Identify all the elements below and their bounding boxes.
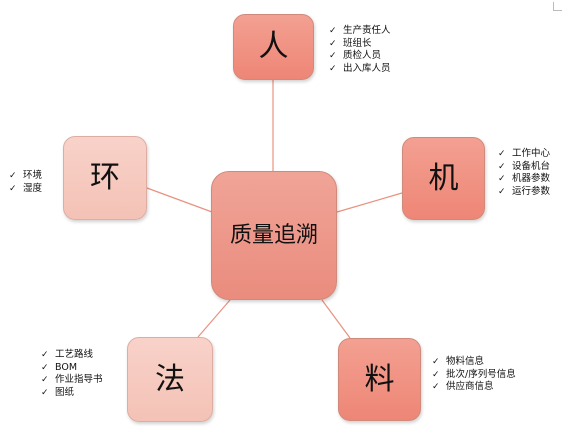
- node-ren: 人: [233, 14, 314, 80]
- list-item: ✓班组长: [329, 37, 372, 49]
- list-item: ✓运行参数: [498, 185, 551, 197]
- node-fa-label: 法: [155, 361, 185, 397]
- node-fa: 法: [127, 337, 213, 422]
- check-icon: ✓: [498, 161, 506, 172]
- center-node: 质量追溯: [211, 171, 337, 300]
- connector-huan: [146, 187, 213, 213]
- check-icon: ✓: [41, 387, 49, 398]
- check-icon: ✓: [432, 357, 440, 367]
- node-liao: 料: [338, 338, 421, 421]
- list-item: ✓供应商信息: [432, 381, 494, 392]
- node-huan: 环: [63, 136, 147, 220]
- check-icon: ✓: [9, 171, 17, 181]
- check-icon: ✓: [432, 369, 440, 380]
- connector-ji: [336, 192, 403, 213]
- list-item: ✓生产责任人: [329, 25, 391, 36]
- list-item: ✓批次/序列号信息: [432, 368, 516, 380]
- check-icon: ✓: [329, 51, 337, 61]
- list-item: ✓湿度: [9, 182, 43, 194]
- list-item: ✓设备机台: [498, 160, 551, 172]
- node-ji: 机: [402, 137, 485, 220]
- list-item: ✓作业指导书: [41, 374, 103, 385]
- list-item: ✓环境: [9, 170, 43, 181]
- list-item: ✓物料信息: [432, 356, 485, 367]
- check-icon: ✓: [41, 362, 49, 373]
- huan-item-list: ✓环境 ✓湿度: [9, 170, 42, 195]
- node-liao-label: 料: [364, 361, 395, 397]
- node-huan-label: 环: [90, 160, 120, 195]
- list-item: ✓质检人员: [329, 50, 382, 61]
- check-icon: ✓: [498, 174, 506, 184]
- connector-fa: [197, 299, 231, 338]
- list-item: ✓机器参数: [498, 173, 551, 184]
- list-item: ✓出入库人员: [329, 62, 391, 74]
- ji-item-list: ✓工作中心 ✓设备机台 ✓机器参数 ✓运行参数: [498, 148, 550, 198]
- node-ren-label: 人: [258, 29, 289, 64]
- center-label: 质量追溯: [229, 222, 318, 248]
- check-icon: ✓: [41, 350, 49, 360]
- fa-item-list: ✓工艺路线 ✓BOM ✓作业指导书 ✓图纸: [41, 349, 103, 399]
- liao-item-list: ✓物料信息 ✓批次/序列号信息 ✓供应商信息: [432, 356, 516, 394]
- ren-item-list: ✓生产责任人 ✓班组长 ✓质检人员 ✓出入库人员: [329, 25, 391, 75]
- check-icon: ✓: [329, 63, 337, 74]
- check-icon: ✓: [9, 183, 17, 194]
- list-item: ✓BOM: [41, 361, 78, 373]
- check-icon: ✓: [329, 26, 337, 36]
- check-icon: ✓: [41, 375, 49, 385]
- list-item: ✓工作中心: [498, 148, 551, 159]
- connector-liao: [321, 299, 351, 339]
- node-ji-label: 机: [428, 160, 459, 196]
- page-corner-mark: [553, 2, 562, 11]
- check-icon: ✓: [498, 186, 506, 197]
- list-item: ✓工艺路线: [41, 349, 94, 360]
- check-icon: ✓: [329, 38, 337, 49]
- list-item: ✓图纸: [41, 386, 75, 398]
- check-icon: ✓: [498, 149, 506, 159]
- check-icon: ✓: [432, 382, 440, 392]
